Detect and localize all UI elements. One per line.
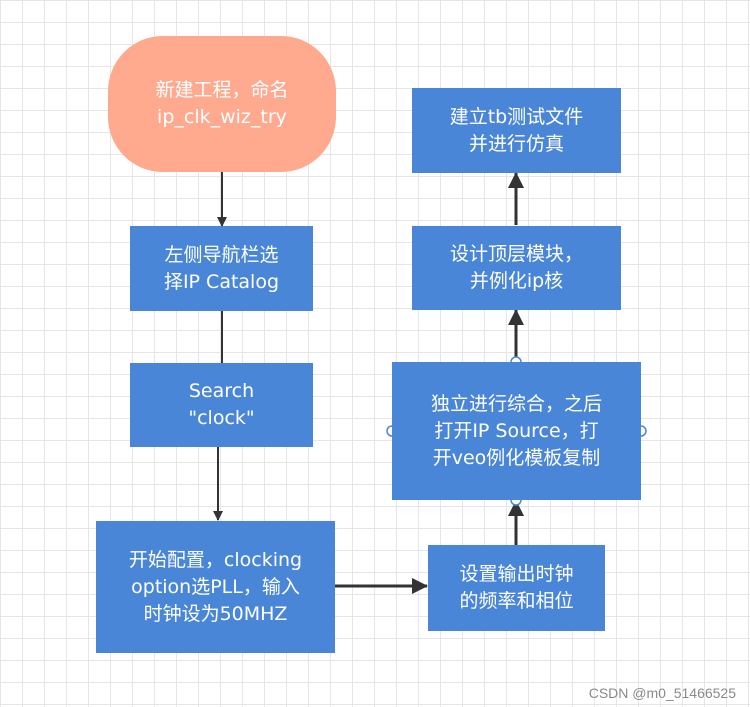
node-testbench[interactable]: 建立tb测试文件 并进行仿真 bbox=[412, 88, 621, 173]
node-synthesize-label: 独立进行综合，之后 打开IP Source，打 开veo例化模板复制 bbox=[430, 392, 602, 469]
node-search-clock[interactable]: Search "clock" bbox=[130, 363, 313, 447]
node-new-project-label: 新建工程，命名 ip_clk_wiz_try bbox=[155, 79, 289, 128]
node-top-module-label: 设计顶层模块， 并例化ip核 bbox=[449, 243, 583, 292]
node-search-clock-label: Search "clock" bbox=[188, 380, 255, 429]
node-set-output[interactable]: 设置输出时钟 的频率和相位 bbox=[428, 545, 605, 631]
node-set-output-label: 设置输出时钟 的频率和相位 bbox=[459, 563, 574, 612]
node-new-project[interactable]: 新建工程，命名 ip_clk_wiz_try bbox=[108, 36, 336, 172]
node-ip-catalog[interactable]: 左侧导航栏选 择IP Catalog bbox=[130, 226, 313, 311]
node-ip-catalog-label: 左侧导航栏选 择IP Catalog bbox=[163, 243, 280, 293]
node-testbench-label: 建立tb测试文件 并进行仿真 bbox=[449, 105, 584, 155]
node-synthesize[interactable]: 独立进行综合，之后 打开IP Source，打 开veo例化模板复制 bbox=[392, 362, 641, 500]
node-top-module[interactable]: 设计顶层模块， 并例化ip核 bbox=[412, 226, 621, 310]
node-config-pll-label: 开始配置，clocking option选PLL，输入 时钟设为50MHZ bbox=[128, 548, 303, 625]
watermark: CSDN @m0_51466525 bbox=[588, 685, 736, 701]
node-config-pll[interactable]: 开始配置，clocking option选PLL，输入 时钟设为50MHZ bbox=[96, 521, 335, 653]
